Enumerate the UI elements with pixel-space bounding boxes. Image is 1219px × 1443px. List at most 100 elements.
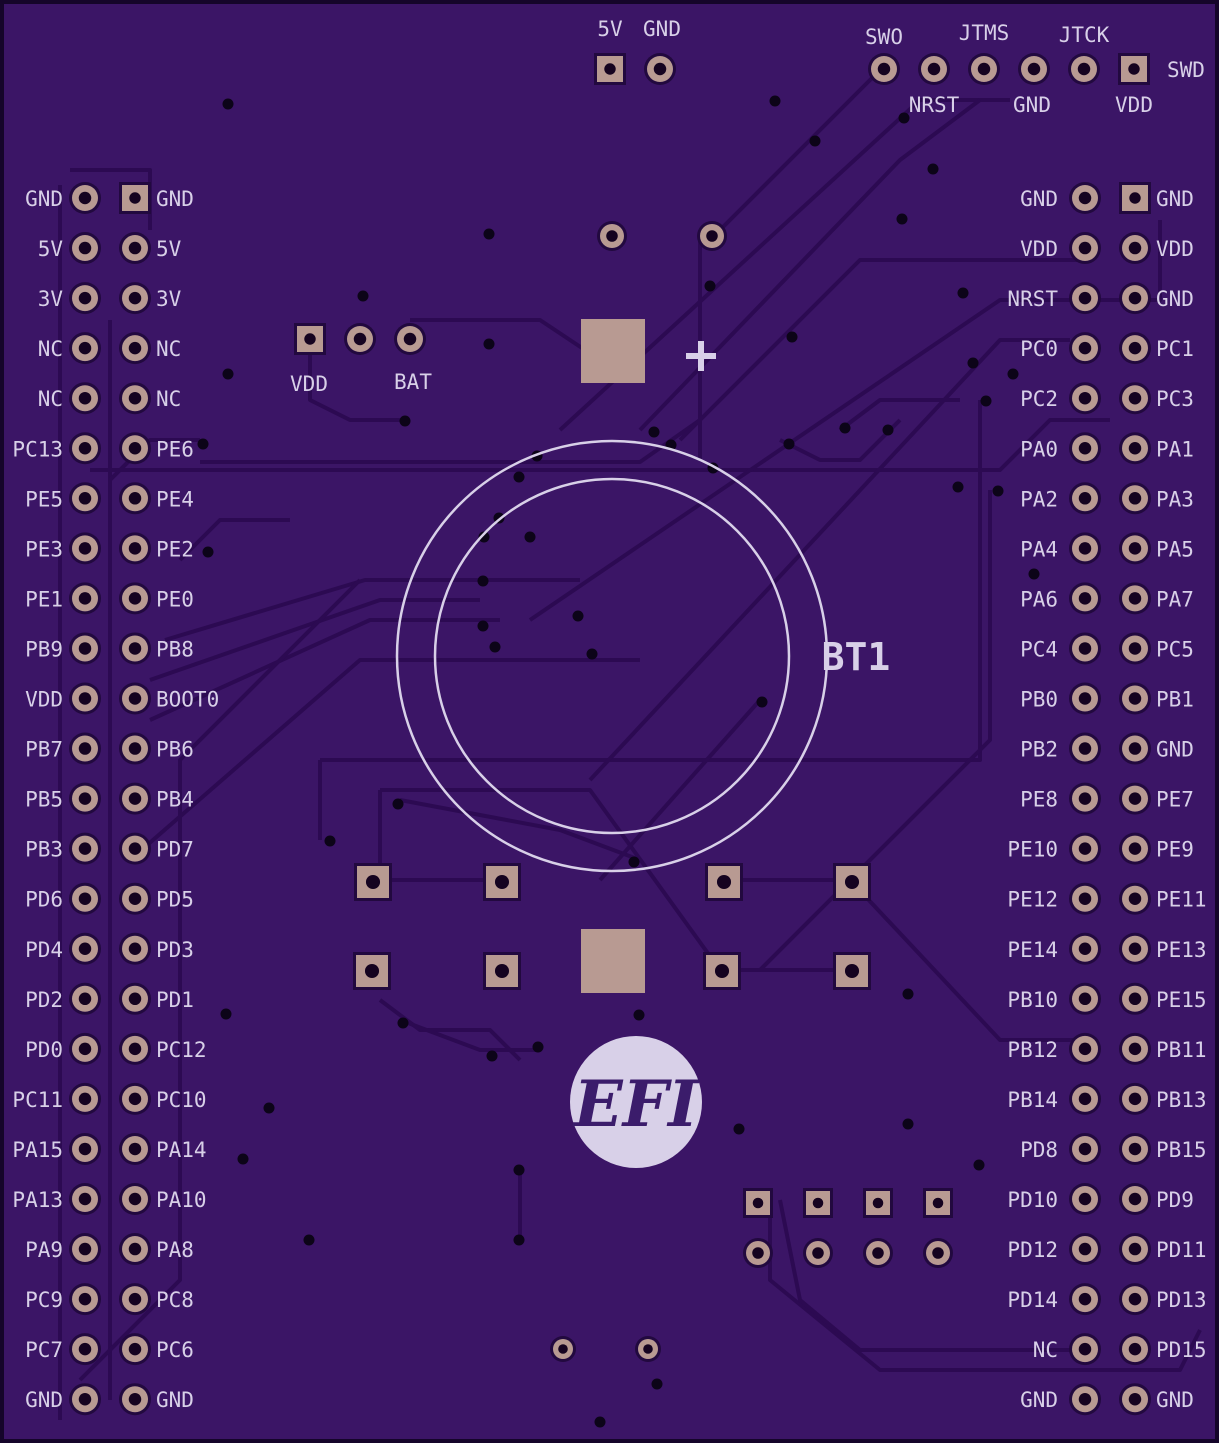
left-outer-pad-21-hole bbox=[78, 1242, 92, 1256]
right-inner-pad-20-hole bbox=[1078, 1192, 1092, 1206]
left-outer-pad-11-hole bbox=[78, 742, 92, 755]
left-inner-pad-21 bbox=[119, 1233, 151, 1266]
right-inner-label-7: PA4 bbox=[1020, 537, 1058, 561]
left-outer-pad-18-hole bbox=[78, 1092, 92, 1106]
left-inner-pad-10-hole bbox=[128, 692, 142, 705]
battery-header-pad-mid-hole bbox=[353, 332, 367, 346]
via-21 bbox=[783, 438, 795, 450]
right-outer-pad-18 bbox=[1119, 1082, 1151, 1115]
right-inner-label-19: PD8 bbox=[1020, 1138, 1058, 1162]
button-pad-4-hole bbox=[364, 963, 380, 979]
right-outer-pad-4-hole bbox=[1128, 391, 1142, 405]
button-pad-7-hole bbox=[844, 963, 860, 979]
via-3 bbox=[898, 112, 910, 124]
right-outer-label-11: GND bbox=[1156, 738, 1194, 762]
via-18 bbox=[882, 424, 894, 436]
left-inner-pad-7-hole bbox=[128, 542, 142, 555]
left-outer-label-4: NC bbox=[38, 387, 63, 411]
left-outer-pad-22 bbox=[69, 1283, 101, 1316]
left-outer-pad-8 bbox=[69, 582, 101, 615]
jumper-bottom-pad-0-hole bbox=[752, 1247, 764, 1259]
left-inner-pad-6 bbox=[119, 482, 151, 515]
via-14 bbox=[1007, 368, 1019, 380]
right-outer-pad-6 bbox=[1119, 482, 1151, 515]
left-outer-label-16: PD2 bbox=[25, 988, 63, 1012]
silkscreen-shapes bbox=[395, 341, 829, 873]
via-7 bbox=[704, 280, 716, 292]
right-inner-label-21: PD12 bbox=[1007, 1238, 1058, 1262]
test-pad-left-hole bbox=[558, 1344, 568, 1354]
right-outer-label-22: PD13 bbox=[1156, 1288, 1207, 1312]
trace-23 bbox=[410, 318, 602, 362]
left-inner-pad-9 bbox=[119, 632, 151, 665]
jumper-top-pad-3-hole bbox=[932, 1197, 944, 1209]
left-inner-label-15: PD3 bbox=[156, 938, 194, 962]
right-outer-pad-21 bbox=[1119, 1233, 1151, 1266]
trace-7 bbox=[164, 578, 580, 642]
right-inner-label-12: PE8 bbox=[1020, 788, 1058, 812]
left-inner-label-8: PE0 bbox=[156, 587, 194, 611]
right-outer-pad-22 bbox=[1119, 1283, 1151, 1316]
trace-28 bbox=[378, 998, 522, 1062]
left-outer-label-5: PC13 bbox=[12, 437, 63, 461]
via-57 bbox=[594, 1416, 606, 1428]
button-pad-6 bbox=[703, 952, 741, 990]
left-inner-pad-0 bbox=[119, 182, 151, 214]
right-outer-pad-16-hole bbox=[1128, 992, 1142, 1006]
left-inner-pad-3-hole bbox=[128, 341, 142, 355]
left-outer-pad-13-hole bbox=[78, 842, 92, 855]
right-inner-pad-13 bbox=[1069, 832, 1101, 865]
right-inner-pad-21-hole bbox=[1078, 1242, 1092, 1256]
trace-5 bbox=[90, 418, 1110, 472]
via-41 bbox=[628, 856, 640, 868]
trace-6 bbox=[178, 518, 290, 562]
right-outer-pad-5-hole bbox=[1128, 442, 1142, 455]
left-inner-pad-22 bbox=[119, 1283, 151, 1316]
left-inner-label-12: PB4 bbox=[156, 788, 194, 812]
via-56 bbox=[651, 1378, 663, 1390]
trace-13 bbox=[320, 400, 982, 762]
right-inner-label-22: PD14 bbox=[1007, 1288, 1058, 1312]
left-inner-pad-2 bbox=[119, 282, 151, 315]
right-outer-pad-0 bbox=[1119, 182, 1151, 214]
right-outer-pad-2-hole bbox=[1128, 291, 1142, 305]
right-inner-pad-18-hole bbox=[1078, 1092, 1092, 1106]
via-35 bbox=[477, 620, 489, 632]
left-outer-pad-14-hole bbox=[78, 892, 92, 905]
left-outer-pad-18 bbox=[69, 1082, 101, 1115]
right-inner-label-3: PC0 bbox=[1020, 337, 1058, 361]
left-outer-pad-6 bbox=[69, 482, 101, 515]
via-45 bbox=[397, 1017, 409, 1029]
left-inner-pad-12 bbox=[119, 782, 151, 815]
button-pad-1-hole bbox=[494, 874, 510, 890]
left-outer-pad-12 bbox=[69, 782, 101, 815]
jumper-bottom-pad-1 bbox=[803, 1238, 833, 1268]
right-inner-pad-15 bbox=[1069, 932, 1101, 965]
left-outer-pad-19 bbox=[69, 1132, 101, 1165]
right-inner-label-1: VDD bbox=[1020, 237, 1058, 261]
right-outer-pad-0-hole bbox=[1129, 192, 1141, 204]
efi-logo: EFI bbox=[570, 1036, 702, 1168]
via-49 bbox=[733, 1123, 745, 1135]
right-inner-pad-20 bbox=[1069, 1183, 1101, 1215]
right-inner-pad-16 bbox=[1069, 982, 1101, 1015]
left-outer-label-22: PC9 bbox=[25, 1288, 63, 1312]
trace-32 bbox=[778, 1199, 1100, 1352]
via-43 bbox=[220, 1008, 232, 1020]
swd-label-swo: SWO bbox=[865, 25, 903, 49]
right-inner-pad-16-hole bbox=[1078, 992, 1092, 1006]
right-inner-label-18: PB14 bbox=[1007, 1088, 1058, 1112]
trace-27 bbox=[779, 418, 902, 462]
via-55 bbox=[513, 1234, 525, 1246]
via-16 bbox=[399, 415, 411, 427]
left-inner-pad-12-hole bbox=[128, 792, 142, 805]
right-inner-label-13: PE10 bbox=[1007, 838, 1058, 862]
left-outer-pad-22-hole bbox=[78, 1292, 92, 1306]
via-48 bbox=[263, 1102, 275, 1114]
right-inner-label-9: PC4 bbox=[1020, 637, 1058, 661]
swd-pad-3-hole bbox=[1027, 62, 1041, 76]
via-0 bbox=[222, 98, 234, 110]
right-outer-pad-15-hole bbox=[1128, 942, 1142, 955]
left-inner-pad-22-hole bbox=[128, 1292, 142, 1306]
